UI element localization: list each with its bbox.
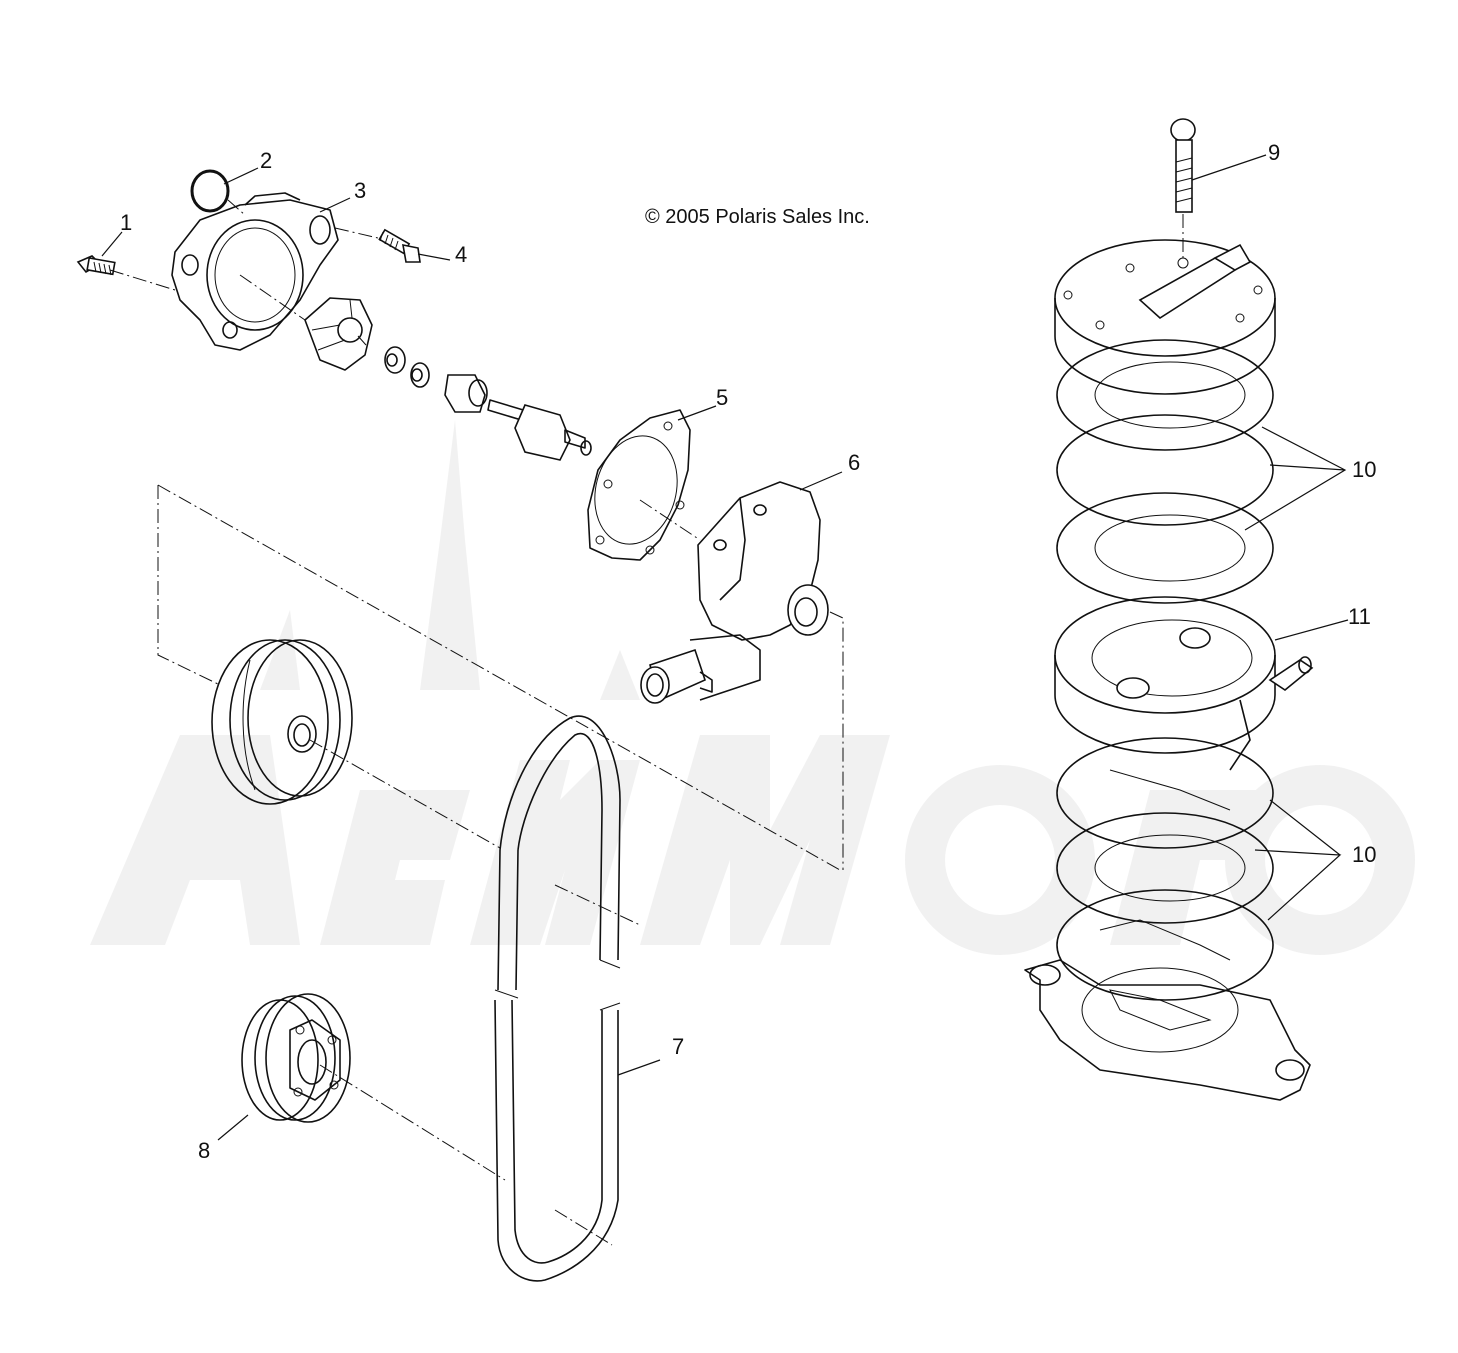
- callout-3: 3: [354, 178, 366, 203]
- callout-11: 11: [1348, 604, 1371, 629]
- upper-pulley: [211, 639, 353, 805]
- callout-6: 6: [848, 450, 860, 475]
- fuel-pump-cover: [1054, 239, 1276, 395]
- part-9-bolt: [1170, 118, 1196, 258]
- alignment-lines: [109, 199, 844, 1246]
- copyright-notice: © 2005 Polaris Sales Inc.: [645, 206, 870, 228]
- part-8-lower-pulley: [241, 993, 351, 1123]
- watermark-logo-icon: [90, 420, 1415, 955]
- leader-lines: [101, 154, 1349, 1141]
- diaphragm-stack-upper: [1056, 339, 1274, 604]
- callout-4: 4: [455, 242, 467, 267]
- part-7-belt: [494, 715, 621, 1282]
- part-5-gasket: [587, 409, 691, 561]
- callout-9: 9: [1268, 140, 1280, 165]
- callout-5: 5: [716, 385, 728, 410]
- part-6-pump-housing: [640, 481, 829, 704]
- callout-7: 7: [672, 1034, 684, 1059]
- part-2-o-ring: [190, 169, 230, 213]
- shaft-seals: [384, 346, 488, 413]
- part-3-pump-cover: [171, 192, 339, 351]
- part-4-bolt: [378, 228, 421, 263]
- impeller: [304, 297, 373, 371]
- pump-shaft: [487, 399, 592, 461]
- callout-8: 8: [198, 1138, 210, 1163]
- part-11-pump-body: [1054, 596, 1314, 771]
- diaphragm-stack-lower: [1056, 737, 1274, 1001]
- callout-labels: 1 2 3 4 5 6 7 8 9 10 10 11: [120, 140, 1376, 1163]
- part-1-bolt: [76, 255, 116, 276]
- callout-10-lower: 10: [1352, 842, 1376, 867]
- callout-2: 2: [260, 148, 272, 173]
- callout-1: 1: [120, 210, 132, 235]
- pump-base: [1024, 959, 1311, 1101]
- callout-10-upper: 10: [1352, 457, 1376, 482]
